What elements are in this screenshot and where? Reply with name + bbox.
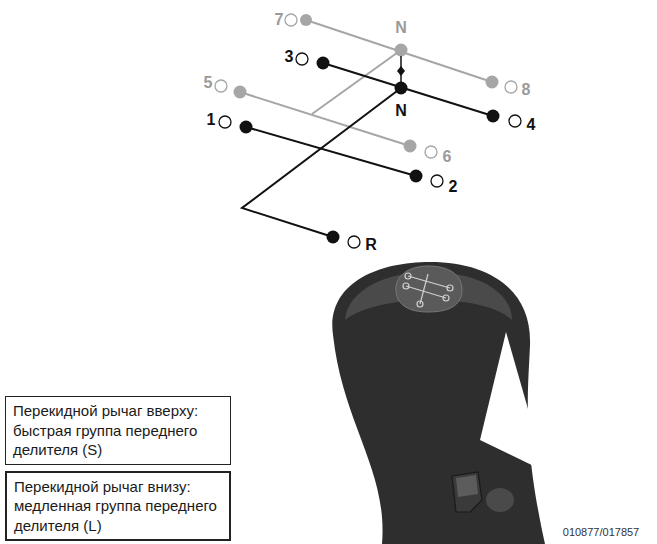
knob-body [332, 262, 545, 544]
gear-dot [234, 86, 247, 99]
note-text: Перекидной рычаг внизу: медленная группа… [14, 477, 222, 536]
gear-dot [395, 44, 408, 57]
figure-number: 010877/017857 [563, 526, 639, 538]
position-circle [505, 81, 517, 93]
position-circle [431, 175, 443, 187]
gear-position-label: N [395, 19, 407, 37]
gear-dot [404, 140, 417, 153]
gear-dot [486, 76, 499, 89]
position-circles [215, 14, 521, 248]
position-circle [215, 80, 227, 92]
gate-line [312, 50, 401, 114]
gear-dot [240, 121, 253, 134]
knob-pattern-icon [403, 273, 453, 307]
position-circle [219, 116, 231, 128]
black-gear-dots [240, 57, 500, 244]
lever-face [456, 475, 478, 497]
gear-position-label: 6 [443, 148, 452, 166]
gear-position-label: 3 [285, 48, 294, 66]
note-text: Перекидной рычаг вверху: быстрая группа … [13, 401, 223, 460]
position-circle [285, 14, 297, 26]
gate-line [242, 88, 401, 237]
knob-top-plate [396, 266, 462, 312]
note-box: Перекидной рычаг вверху: быстрая группа … [5, 396, 231, 465]
gear-dot [410, 170, 423, 183]
grey-shift-gate [240, 20, 492, 146]
grey-gear-dots [234, 14, 499, 153]
white-arrow-mark [480, 332, 546, 472]
position-circle [425, 146, 437, 158]
gate-line [306, 20, 492, 82]
gear-dot [327, 231, 340, 244]
gear-position-label: 2 [449, 178, 458, 196]
note-box: Перекидной рычаг внизу: медленная группа… [5, 471, 231, 542]
position-circle [509, 115, 521, 127]
gear-dot [317, 57, 330, 70]
link-diamond [397, 66, 405, 76]
gear-position-label: 8 [522, 81, 531, 99]
split-lever [452, 472, 482, 512]
gear-dot [300, 14, 312, 26]
gear-position-label: R [365, 236, 377, 254]
gate-line [323, 63, 493, 116]
gear-position-label: 5 [204, 74, 213, 92]
gear-position-label: 1 [207, 111, 216, 129]
gear-dot [395, 82, 408, 95]
black-shift-gate [242, 56, 493, 237]
position-circle [348, 236, 360, 248]
position-circle [296, 53, 308, 65]
gear-knob [332, 262, 546, 544]
lever-shadow [486, 488, 514, 512]
gate-line [246, 127, 416, 176]
gear-position-label: 4 [527, 116, 536, 134]
gear-position-label: N [395, 102, 407, 120]
gear-dot [487, 110, 500, 123]
gear-position-label: 7 [275, 11, 284, 29]
